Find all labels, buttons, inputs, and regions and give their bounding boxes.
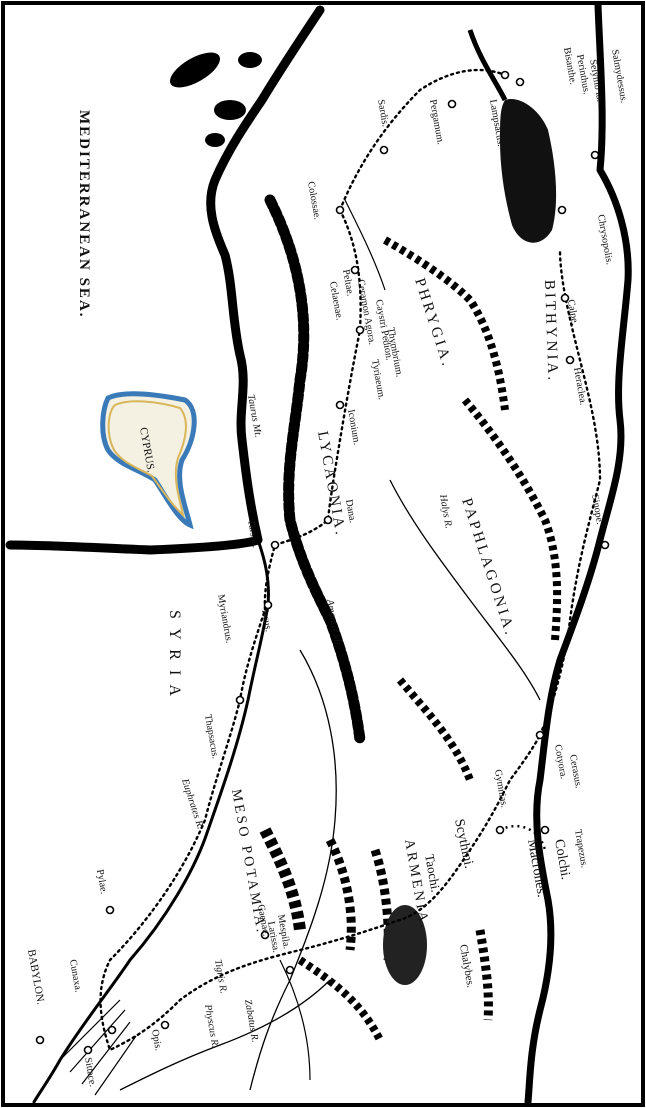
sea-label: MEDITERRANEAN SEA. [76,110,92,319]
town-label-gymnias: Gymnias. [492,769,510,809]
region-label-taochi: Taochi. [422,853,443,893]
river-line [279,959,311,1081]
town-label-thapsacus: Thapsacus. [202,714,221,760]
cyprus-island [100,391,197,530]
island-shape [214,100,246,120]
town-label-babylon: BABYLON. [25,948,47,1005]
mountain-range [370,848,393,961]
river-label-tigris: Tigris R. [212,959,229,995]
region-label-scythini: Scythini. [451,818,476,870]
northern-coastline [524,1,632,1106]
taurus-range [264,194,366,746]
halys-river [389,479,541,701]
town-label-heraclea: Heraclea. [571,367,588,406]
island-shape [205,133,225,147]
town-markers [35,70,610,1055]
island-shape [170,52,220,88]
southern-coastline [5,5,325,555]
river-label-halys: Halys R. [437,493,454,530]
town-label-dana: Dana. [343,499,358,524]
town-label-sardis: Sardis. [375,99,391,128]
mountain-range [461,397,562,641]
town-label-bisanthe: Bisanthe. [561,47,578,86]
river-label-physcus: Physcus R. [202,1003,221,1049]
town-label-chrysopolis: Chrysopolis. [595,214,615,266]
mountain-range [259,827,306,931]
cyprus-outline [107,400,187,518]
town-label-cerasus: Cerasus. [567,754,584,790]
town-label-celaenae: Celaenae. [327,281,345,321]
canal-lines [59,999,137,1096]
region-label-syria: S Y R I A [166,610,183,699]
river-label-zabatus: Zabatus R. [242,999,260,1044]
town-label-larissa: Larissa. [265,921,281,954]
town-label-iconium: Iconium. [345,409,362,446]
town-label-cotyora: Cotyora. [552,744,569,780]
hellespont [467,29,508,102]
river-label-euphrates: Euphrates R. [179,777,206,831]
anabasis-route [99,208,542,1052]
town-label-caenae: Caenae. [255,904,271,937]
mountain-range [297,956,384,1042]
town-label-sinope: Sinope. [589,494,605,526]
town-label-calpe: Calpe. [565,299,580,326]
syrian-coast [32,538,270,1104]
mountain-range [383,236,509,411]
town-label-pergamum: Pergamum. [427,99,446,146]
region-label-chalybes: Chalybes. [457,943,476,988]
town-label-sittace: Sittace. [82,1057,98,1088]
town-label-issus: Issus. [259,609,274,633]
route-return [538,248,602,737]
town-label-cunaxa: Cunaxa. [67,959,84,993]
river-line [344,199,386,291]
euphrates-river [249,649,337,1091]
town-label-tarsus: Tarsus. [245,519,261,549]
town-label-trapezus: Trapezus. [572,829,590,869]
route-northwest [338,68,507,212]
propontis-sea [500,99,557,243]
region-label-phrygia: PHRYGIA. [411,276,455,370]
region-label-lycaonia: LYCAONIA. [314,430,348,539]
town-label-myriandrus: Myriandrus. [215,594,234,644]
region-label-paphlagonia: PAPHLAGONIA. [458,496,518,639]
region-label-bithynia: BITHYNIA. [541,280,561,384]
town-label-opis: Opis. [149,1029,164,1052]
island-shape [238,52,262,68]
tigris-river [119,979,331,1091]
mountain-range [475,929,493,1021]
mountain-range [396,677,474,782]
region-label-colchi: Colchi. [551,838,573,881]
town-label-peltae: Peltae. [340,269,356,297]
mountain-label-taurus: Taurus Mt. [245,394,263,439]
mountain-range [325,837,356,951]
town-label-salmydessus: Salmydessus. [609,49,629,104]
town-label-tyriaeum: Tyriaeum. [369,359,387,401]
town-label-pylae: Pylae. [94,869,109,895]
lake-shape [383,905,427,985]
town-label-colossae: Colossae. [305,181,323,221]
